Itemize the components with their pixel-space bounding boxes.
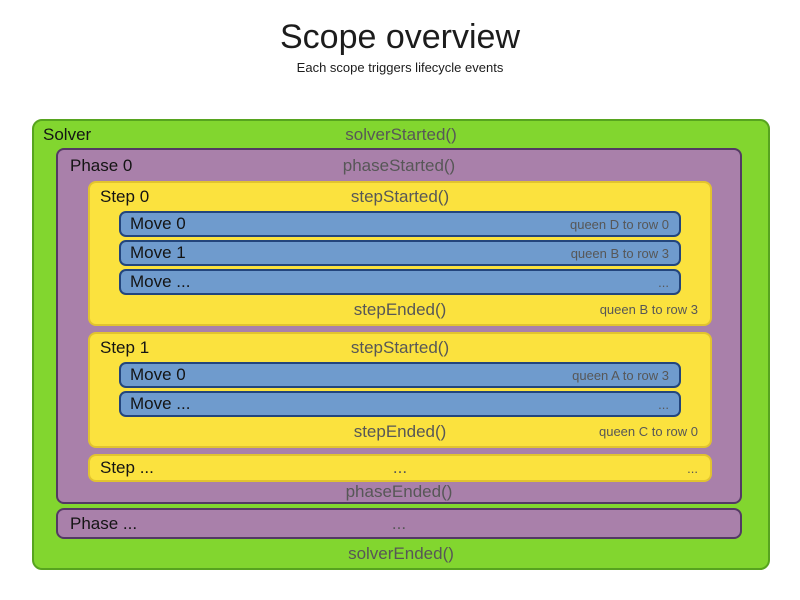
diagram-header: Scope overview Each scope triggers lifec… [0,0,800,75]
move-note: queen A to row 3 [572,367,669,383]
step-ended-event: stepEnded() [353,299,447,319]
move-box: Move 0 queen D to row 0 [119,211,681,238]
move-label: Move ... [130,394,191,414]
move-label: Move 0 [130,365,186,385]
phase-ellipsis-box: Phase ... ... [56,508,742,539]
step-1-scope-box: Step 1 stepStarted() Move 0 queen A to r… [88,332,712,448]
phase-0-label: Phase 0 [70,155,133,175]
step-ended-note: queen C to row 0 [598,424,698,439]
solver-ended-event: solverEnded() [348,543,454,563]
phase-0-footer-row: phaseEnded() [58,482,740,502]
move-label: Move ... [130,272,191,292]
step-ended-event: stepEnded() [353,421,447,441]
step-0-label: Step 0 [100,187,150,206]
move-box: Move 1 queen B to row 3 [119,240,681,267]
step-ellipsis-box: Step ... ... ... [88,454,712,482]
step-1-header-row: Step 1 stepStarted() [90,334,710,362]
move-note: queen B to row 3 [570,245,669,261]
solver-scope-box: Solver solverStarted() Phase 0 phaseStar… [32,119,770,570]
move-note: ... [658,274,669,290]
step-1-label: Step 1 [100,338,150,357]
step-started-event: stepStarted() [350,338,450,357]
step-ellipsis-center: ... [392,458,408,477]
solver-started-event: solverStarted() [345,124,457,144]
step-ellipsis-note: ... [687,460,698,476]
page-title: Scope overview [279,18,520,56]
page-subtitle: Each scope triggers lifecycle events [296,60,504,76]
step-ellipsis-label: Step ... [100,458,154,477]
phase-started-event: phaseStarted() [342,155,456,175]
move-box: Move ... ... [119,391,681,418]
phase-ellipsis-label: Phase ... [70,513,138,533]
step-0-moves: Move 0 queen D to row 0 Move 1 queen B t… [119,211,681,296]
move-box: Move 0 queen A to row 3 [119,362,681,389]
phase-0-header-row: Phase 0 phaseStarted() [58,150,740,181]
solver-label: Solver [43,124,92,144]
step-1-moves: Move 0 queen A to row 3 Move ... ... [119,362,681,418]
solver-footer-row: solverEnded() [34,539,768,568]
move-box: Move ... ... [119,269,681,296]
move-note: ... [658,396,669,412]
phase-ellipsis-center: ... [391,513,407,533]
solver-header-row: Solver solverStarted() [34,121,768,148]
move-label: Move 1 [130,243,186,263]
step-0-header-row: Step 0 stepStarted() [90,183,710,211]
phase-0-scope-box: Phase 0 phaseStarted() Step 0 stepStarte… [56,148,742,504]
phase-ended-event: phaseEnded() [345,482,453,501]
move-label: Move 0 [130,214,186,234]
step-1-footer-row: stepEnded() queen C to row 0 [90,417,710,446]
step-0-scope-box: Step 0 stepStarted() Move 0 queen D to r… [88,181,712,326]
step-started-event: stepStarted() [350,187,450,206]
move-note: queen D to row 0 [569,216,669,232]
step-0-footer-row: stepEnded() queen B to row 3 [90,295,710,324]
step-ended-note: queen B to row 3 [599,302,698,317]
